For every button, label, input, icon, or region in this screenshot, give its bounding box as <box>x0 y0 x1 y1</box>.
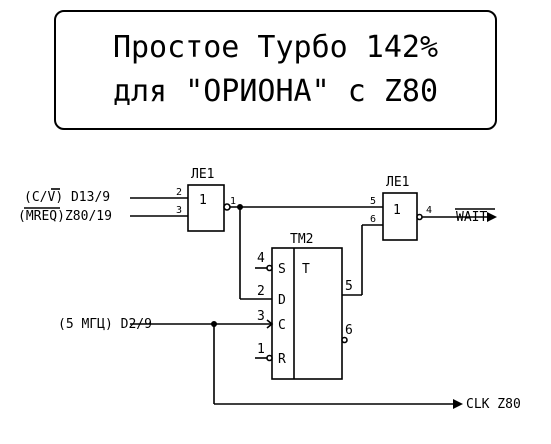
signal-cv-suffix: ) D13/9 <box>55 190 110 205</box>
signal-mreq-bar: MREQ <box>26 209 57 224</box>
gate2-pin-out: 4 <box>426 205 432 216</box>
signal-cv-label: (C/V) D13/9 <box>24 190 110 205</box>
junction-dot <box>211 321 217 327</box>
title-line-2: для "ОРИОНА" с Z80 <box>112 74 439 109</box>
flipflop-input-s: S <box>278 262 286 277</box>
flipflop-name: ТМ2 <box>290 232 313 247</box>
gate1-name: ЛЕ1 <box>191 167 214 182</box>
title-box: Простое Турбо 142% для "ОРИОНА" с Z80 <box>54 10 497 130</box>
gate1-pin-out: 1 <box>230 196 236 207</box>
signal-clk-in-label: (5 МГЦ) D2/9 <box>58 317 152 332</box>
flipflop-input-c: C <box>278 318 286 333</box>
gate1-symbol: 1 <box>199 193 207 208</box>
gate2-pin-in-a: 5 <box>370 196 376 207</box>
flipflop-pin-r: 1 <box>257 342 265 357</box>
clk-arrow-head <box>453 399 463 409</box>
nq-inv-bubble <box>341 336 348 344</box>
flipflop-pin-q: 5 <box>345 279 353 294</box>
gate2-pin-in-b: 6 <box>370 214 376 225</box>
flipflop-pin-d: 2 <box>257 284 265 299</box>
gate1-inv-bubble <box>223 203 231 211</box>
signal-mreq-suffix: )Z80/19 <box>57 209 112 224</box>
signal-cv-bar: V <box>47 190 55 205</box>
flipflop-body <box>271 247 343 380</box>
flipflop-symbol: T <box>302 262 310 277</box>
signal-wait-label: WAIT <box>456 210 487 225</box>
gate2-name: ЛЕ1 <box>386 175 409 190</box>
flipflop-pin-nq: 6 <box>345 323 353 338</box>
gate1-pin-in-a: 2 <box>176 187 182 198</box>
title-line-1: Простое Турбо 142% <box>112 30 439 65</box>
gate2-inv-bubble <box>416 213 423 221</box>
signal-mreq-open: ( <box>18 209 26 224</box>
wait-arrow-head <box>487 212 497 222</box>
r-inv-bubble <box>266 354 273 362</box>
signal-clk-out-label: CLK Z80 <box>466 397 521 412</box>
flipflop-pin-c: 3 <box>257 309 265 324</box>
gate1-body <box>187 184 225 232</box>
signal-cv-prefix: (C/ <box>24 190 47 205</box>
flipflop-input-d: D <box>278 293 286 308</box>
s-inv-bubble <box>266 264 273 272</box>
flipflop-input-r: R <box>278 352 286 367</box>
gate1-pin-in-b: 3 <box>176 205 182 216</box>
clock-edge-marker <box>266 319 274 329</box>
junction-dot <box>237 204 243 210</box>
gate2-symbol: 1 <box>393 203 401 218</box>
signal-mreq-label: (MREQ)Z80/19 <box>18 209 112 224</box>
flipflop-pin-s: 4 <box>257 251 265 266</box>
